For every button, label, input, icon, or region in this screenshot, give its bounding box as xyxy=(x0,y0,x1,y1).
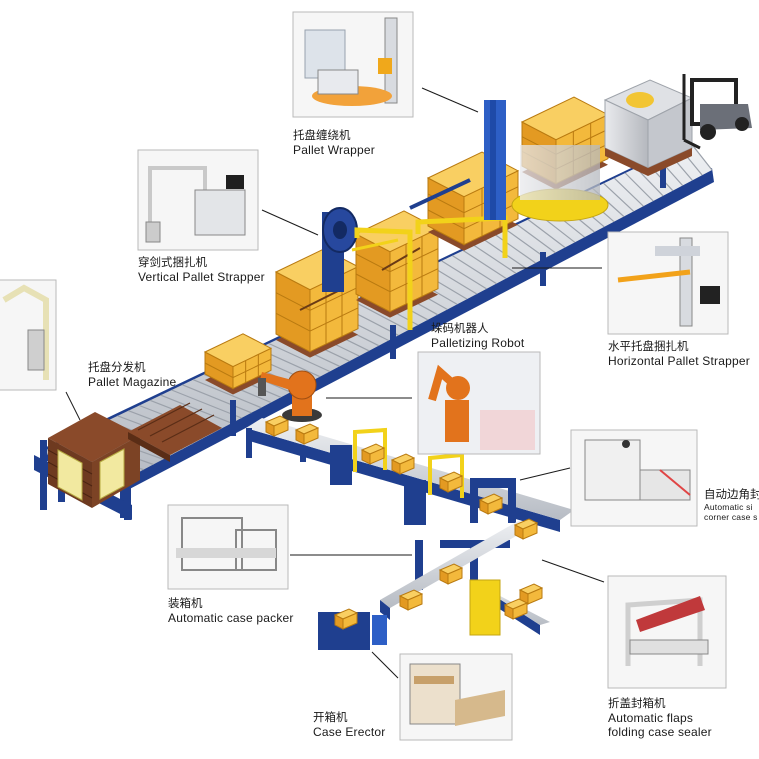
photo-horizontal-strapper xyxy=(607,231,729,335)
label-pallet-magazine: 托盘分发机 Pallet Magazine xyxy=(88,360,177,389)
label-pallet-magazine-cn: 托盘分发机 xyxy=(88,360,146,374)
label-flap-sealer-cn: 折盖封箱机 xyxy=(608,696,666,710)
label-flap-sealer-en-2: folding case sealer xyxy=(608,724,712,739)
case-box xyxy=(438,471,464,493)
label-vertical-strapper-cn: 穿剑式捆扎机 xyxy=(138,255,207,269)
label-corner-sealer-en-2: corner case s xyxy=(704,512,758,523)
photo-vertical-strapper xyxy=(137,149,259,251)
leader-lines xyxy=(65,87,605,679)
stack-robot-pallet xyxy=(203,333,273,395)
photo-pallet-wrapper xyxy=(292,11,414,118)
case-box xyxy=(264,415,290,437)
case-items xyxy=(264,415,544,630)
case-box xyxy=(438,563,464,585)
label-corner-sealer-cn: 自动边角封 xyxy=(704,488,759,501)
label-horizontal-strapper-en: Horizontal Pallet Strapper xyxy=(608,353,750,368)
label-horizontal-strapper: 水平托盘捆扎机 Horizontal Pallet Strapper xyxy=(608,340,759,368)
label-case-packer-cn: 装箱机 xyxy=(168,596,203,610)
photo-case-erector xyxy=(399,653,513,741)
label-palletizing-robot-cn: 垛码机器人 xyxy=(431,321,489,335)
case-box xyxy=(360,443,386,465)
label-vertical-strapper: 穿剑式捆扎机 Vertical Pallet Strapper xyxy=(138,255,265,284)
label-flap-sealer: 折盖封箱机 Automatic flaps folding case seale… xyxy=(608,696,712,739)
label-corner-sealer-en-1: Automatic si xyxy=(704,501,753,512)
palletizing-robot-arm xyxy=(258,370,322,422)
label-pallet-magazine-en: Pallet Magazine xyxy=(88,374,177,389)
label-corner-sealer: 自动边角封 Automatic si corner case s xyxy=(704,488,759,523)
case-box xyxy=(518,583,544,605)
case-box xyxy=(513,518,539,540)
photo-case-packer xyxy=(167,504,289,590)
vertical-strapper-machine xyxy=(322,207,413,330)
horizontal-strapper-machine xyxy=(409,178,508,258)
case-box xyxy=(333,608,359,630)
forklift xyxy=(682,74,752,150)
label-palletizing-robot: 垛码机器人 Palletizing Robot xyxy=(431,321,525,350)
label-case-erector-cn: 开箱机 xyxy=(313,710,348,724)
photo-palletizing-robot xyxy=(417,351,541,455)
empty-pallets xyxy=(128,402,222,462)
photo-flap-sealer xyxy=(607,575,727,689)
label-case-packer-en: Automatic case packer xyxy=(168,610,294,625)
label-pallet-wrapper: 托盘缠绕机 Pallet Wrapper xyxy=(293,128,375,157)
photo-corner-sealer xyxy=(570,429,698,527)
pallet-wrapper-machine xyxy=(484,100,609,222)
pallet-magazine-machine xyxy=(34,412,140,520)
case-box xyxy=(390,453,416,475)
label-pallet-wrapper-en: Pallet Wrapper xyxy=(293,142,375,157)
label-palletizing-robot-en: Palletizing Robot xyxy=(431,335,525,350)
wrapped-pallet xyxy=(603,79,694,176)
label-vertical-strapper-en: Vertical Pallet Strapper xyxy=(138,269,265,284)
label-flap-sealer-en-1: Automatic flaps xyxy=(608,710,694,725)
label-case-erector: 开箱机 Case Erector xyxy=(313,710,386,739)
label-horizontal-strapper-cn: 水平托盘捆扎机 xyxy=(608,340,689,353)
case-box xyxy=(294,423,320,445)
label-case-packer: 装箱机 Automatic case packer xyxy=(168,596,294,625)
case-box xyxy=(478,493,504,515)
label-case-erector-en: Case Erector xyxy=(313,724,386,739)
case-box xyxy=(503,598,529,620)
label-pallet-wrapper-cn: 托盘缠绕机 xyxy=(293,128,351,142)
photo-pallet-magazine xyxy=(0,279,57,391)
case-box xyxy=(398,589,424,611)
